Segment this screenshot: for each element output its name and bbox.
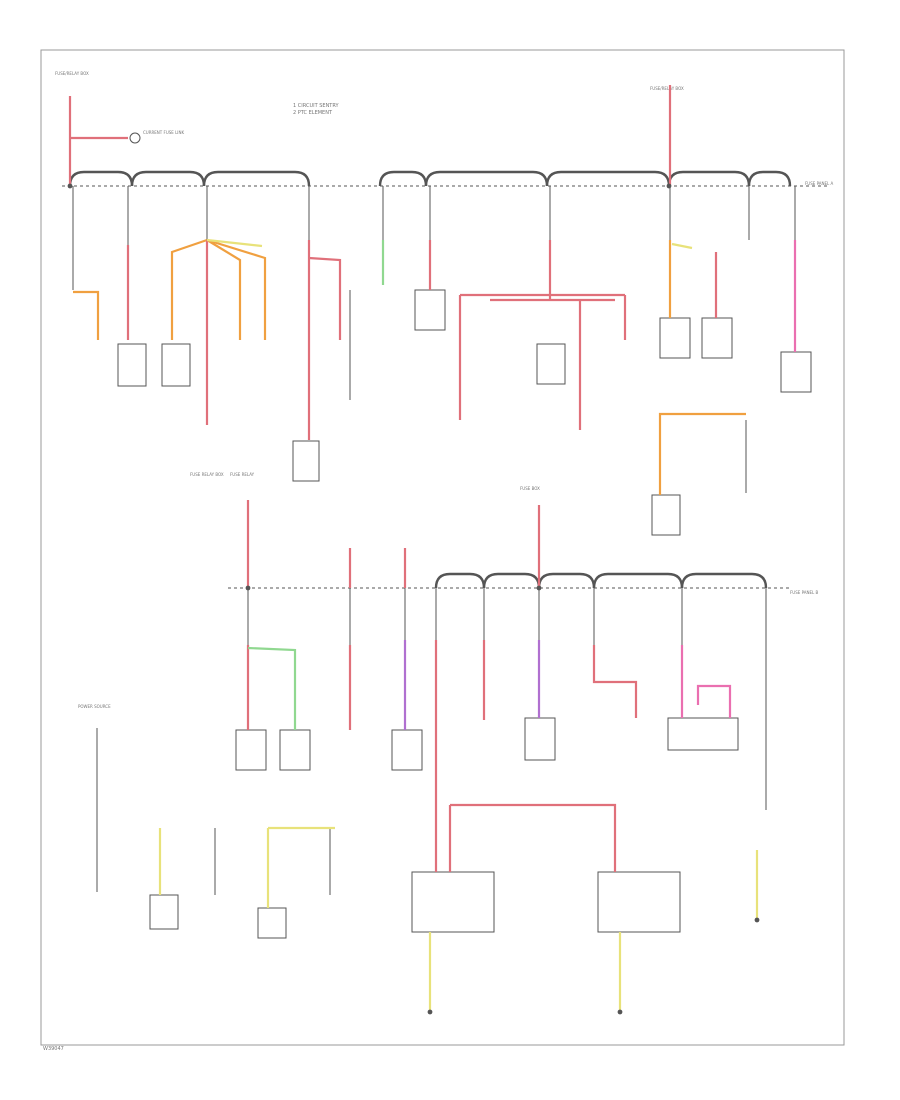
junction-dot-2 — [754, 917, 760, 923]
junction-dot-3 — [67, 183, 73, 189]
junction-dot-1 — [617, 1009, 623, 1015]
fuse-link-indicator-icon — [129, 132, 141, 144]
source-top-left: FUSE/RELAY BOX — [55, 71, 89, 76]
wire-yellow-8 — [206, 238, 263, 248]
footer-code: W39047 — [43, 1046, 64, 1052]
wire-red-36 — [592, 645, 638, 718]
source-top-right: FUSE/RELAY BOX — [650, 86, 684, 91]
wire-red-39 — [450, 803, 617, 872]
junction-dot-0 — [427, 1009, 433, 1015]
wire-orange-7 — [206, 238, 267, 340]
wire-orange-4 — [170, 238, 208, 340]
wire-orange-24 — [658, 412, 746, 495]
legend-line-2: 2 PTC ELEMENT — [293, 110, 333, 116]
wire-yellow-21 — [671, 242, 693, 250]
junction-dot-5 — [536, 585, 542, 591]
wire-green-30 — [247, 646, 297, 730]
wire-orange-2 — [73, 290, 100, 340]
wire-pink-38 — [696, 684, 732, 718]
bus-label-upper: FUSE PANEL A — [805, 181, 833, 186]
junction-dot-6 — [245, 585, 251, 591]
wire-orange-5 — [206, 239, 242, 340]
source-left-side: POWER SOURCE — [78, 704, 111, 709]
diagram-frame — [40, 49, 845, 1046]
colored-wires — [67, 85, 797, 1015]
indicator-label: CURRENT FUSE LINK — [143, 130, 184, 135]
source-mid-center: FUSE BOX — [520, 486, 540, 491]
legend-line-1: 1 CIRCUIT SENTRY — [293, 103, 340, 109]
bus-label-lower: FUSE PANEL B — [790, 590, 818, 595]
source-mid-left-a: FUSE RELAY BOX — [190, 472, 224, 477]
wire-red-10 — [308, 256, 342, 340]
junction-dot-4 — [666, 183, 672, 189]
source-mid-left-b: FUSE RELAY — [230, 472, 255, 477]
wiring-skeleton — [62, 170, 830, 1012]
